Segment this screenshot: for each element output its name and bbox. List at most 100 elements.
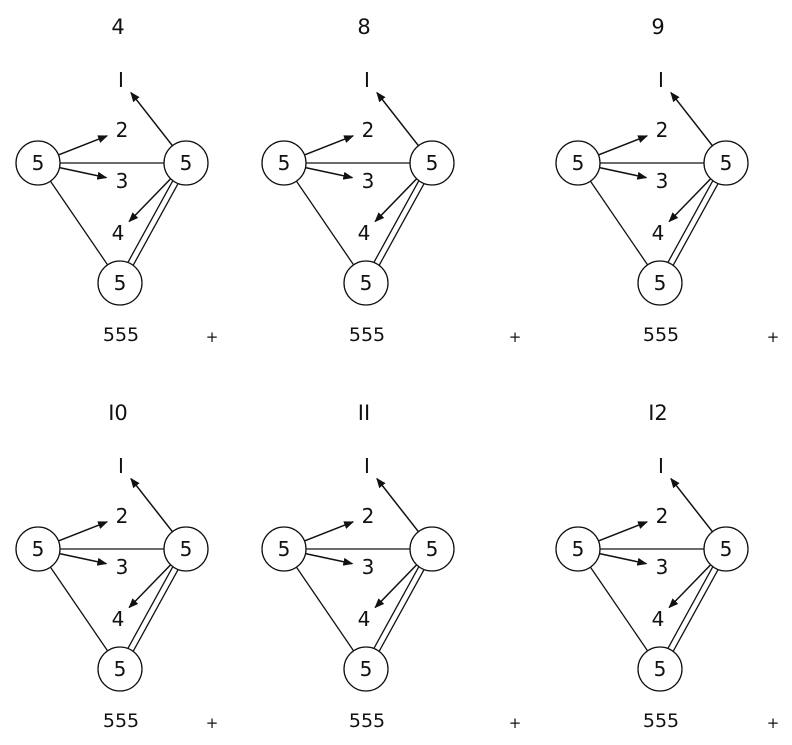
node-label: 5 xyxy=(426,537,439,561)
panel-title: 8 xyxy=(357,15,370,39)
node-circle xyxy=(637,260,683,306)
node-circle xyxy=(409,526,455,572)
target-label: 3 xyxy=(116,555,129,579)
target-label: 3 xyxy=(656,169,669,193)
panel-title: II xyxy=(358,401,370,425)
edge-arrow xyxy=(128,564,172,609)
node-circle xyxy=(703,140,749,186)
node-label: 5 xyxy=(720,537,733,561)
target-label: 4 xyxy=(652,221,665,245)
node-label: 5 xyxy=(360,657,373,681)
node-label: 5 xyxy=(720,151,733,175)
edge-arrow xyxy=(599,552,648,566)
node-label: 5 xyxy=(278,151,291,175)
panel-caption: 555 xyxy=(103,324,139,346)
node-circle xyxy=(163,140,209,186)
edge-arrow xyxy=(304,135,355,156)
edge-arrow xyxy=(305,552,354,566)
edge-double-line xyxy=(127,566,174,649)
plus-sign: + xyxy=(206,328,219,346)
node-circle xyxy=(409,140,455,186)
panel-caption: 555 xyxy=(349,324,385,346)
panel-title: I0 xyxy=(108,401,128,425)
edge-double-line xyxy=(667,180,714,263)
node-label: 5 xyxy=(654,271,667,295)
edge-arrow xyxy=(304,521,355,542)
edge-arrow xyxy=(59,166,108,180)
target-label: I xyxy=(658,454,664,478)
edge-line xyxy=(295,566,355,652)
target-label: 2 xyxy=(116,504,129,528)
panel-caption: 555 xyxy=(349,710,385,732)
node-circle xyxy=(15,526,61,572)
node-label: 5 xyxy=(32,151,45,175)
edge-double-line xyxy=(132,183,179,266)
edge-line xyxy=(49,566,109,652)
edge-double-line xyxy=(127,180,174,263)
node-label: 5 xyxy=(32,537,45,561)
target-label: 3 xyxy=(116,169,129,193)
panel-title: 4 xyxy=(111,15,124,39)
node-circle xyxy=(97,260,143,306)
edge-arrow xyxy=(59,552,108,566)
node-circle xyxy=(15,140,61,186)
edge-arrow xyxy=(598,135,649,156)
edge-arrow xyxy=(374,178,418,223)
node-circle xyxy=(343,260,389,306)
target-label: 2 xyxy=(362,504,375,528)
plus-sign: + xyxy=(206,714,219,732)
edge-double-line xyxy=(672,569,719,652)
edge-arrow xyxy=(130,91,174,147)
target-label: 4 xyxy=(112,221,125,245)
target-label: I xyxy=(364,454,370,478)
edge-arrow xyxy=(374,564,418,609)
target-label: 3 xyxy=(362,169,375,193)
edge-arrow xyxy=(58,521,109,542)
node-label: 5 xyxy=(114,271,127,295)
node-label: 5 xyxy=(278,537,291,561)
plus-sign: + xyxy=(509,328,522,346)
edge-line xyxy=(49,180,109,266)
edge-line xyxy=(589,566,649,652)
plus-sign: + xyxy=(509,714,522,732)
edge-arrow xyxy=(305,166,354,180)
plus-sign: + xyxy=(767,328,780,346)
edge-arrow xyxy=(668,564,712,609)
panel-title: I2 xyxy=(648,401,668,425)
panel-title: 9 xyxy=(651,15,664,39)
edge-arrow xyxy=(668,178,712,223)
edge-arrow xyxy=(128,178,172,223)
target-label: 3 xyxy=(656,555,669,579)
node-circle xyxy=(97,646,143,692)
node-label: 5 xyxy=(114,657,127,681)
node-circle xyxy=(163,526,209,572)
node-label: 5 xyxy=(180,537,193,561)
target-label: 2 xyxy=(362,118,375,142)
edge-line xyxy=(295,180,355,266)
node-circle xyxy=(703,526,749,572)
target-label: I xyxy=(364,68,370,92)
edge-line xyxy=(589,180,649,266)
edge-double-line xyxy=(378,569,425,652)
node-label: 5 xyxy=(360,271,373,295)
node-label: 5 xyxy=(572,151,585,175)
node-circle xyxy=(261,140,307,186)
target-label: 2 xyxy=(656,504,669,528)
edge-arrow xyxy=(598,521,649,542)
edge-double-line xyxy=(373,566,420,649)
edge-arrow xyxy=(599,166,648,180)
edge-arrow xyxy=(376,477,420,533)
target-label: 3 xyxy=(362,555,375,579)
edge-arrow xyxy=(58,135,109,156)
edge-arrow xyxy=(670,91,714,147)
node-label: 5 xyxy=(572,537,585,561)
edge-arrow xyxy=(376,91,420,147)
edge-double-line xyxy=(667,566,714,649)
panel-caption: 555 xyxy=(103,710,139,732)
plus-sign: + xyxy=(767,714,780,732)
